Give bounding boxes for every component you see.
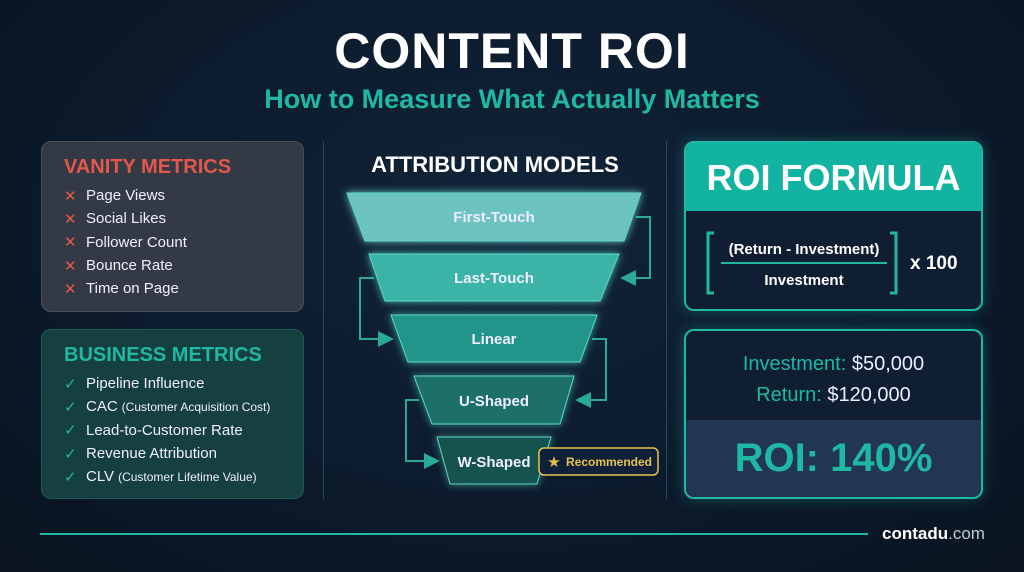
divider xyxy=(323,141,324,499)
x-icon: ✕ xyxy=(64,280,77,298)
funnel-stage-linear xyxy=(390,314,598,363)
x-icon: ✕ xyxy=(64,187,77,205)
divider xyxy=(666,141,667,499)
vanity-metrics-card: VANITY METRICS ✕ Page Views ✕ Social Likes… xyxy=(41,141,304,312)
multiplier: x 100 xyxy=(910,253,958,274)
attribution-title: ATTRIBUTION MODELS xyxy=(371,152,619,177)
list-item: ✕ Follower Count xyxy=(64,231,303,254)
item-note: (Customer Lifetime Value) xyxy=(118,469,257,484)
business-metrics-title: BUSINESS METRICS xyxy=(64,344,262,366)
funnel-stage-last-touch xyxy=(368,253,620,302)
funnel-stage-first-touch xyxy=(346,192,642,242)
connector-arrow xyxy=(620,216,651,286)
list-item: ✓ Pipeline Influence xyxy=(64,372,303,395)
x-icon: ✕ xyxy=(64,234,77,252)
x-icon: ✕ xyxy=(64,257,77,275)
roi-example-card: Investment: $50,000 Return: $120,000 ROI… xyxy=(684,329,983,499)
right-bracket xyxy=(890,231,898,295)
list-item: ✓ Lead-to-Customer Rate xyxy=(64,419,303,442)
item-note: (Customer Acquisition Cost) xyxy=(121,399,271,414)
badge-label: Recommended xyxy=(566,455,652,469)
item-label: Time on Page xyxy=(86,280,179,298)
list-item: ✓ CAC(Customer Acquisition Cost) xyxy=(64,395,303,418)
investment-line: Investment: $50,000 xyxy=(742,353,925,375)
list-item: ✕ Social Likes xyxy=(64,207,303,230)
funnel-stage-w-shaped xyxy=(436,436,552,485)
check-icon: ✓ xyxy=(64,398,77,416)
model-label: First-Touch xyxy=(453,209,534,226)
numerator: (Return - Investment) xyxy=(729,241,880,258)
connector-arrow xyxy=(575,338,607,408)
item-label: Follower Count xyxy=(86,233,187,251)
footer-divider xyxy=(40,533,868,535)
left-bracket xyxy=(706,231,714,295)
page-title: CONTENT ROI xyxy=(334,23,690,79)
item-label: Social Likes xyxy=(86,210,167,228)
item-label: Pipeline Influence xyxy=(86,375,205,393)
x-icon: ✕ xyxy=(64,210,77,228)
list-item: ✕ Bounce Rate xyxy=(64,254,303,277)
recommended-badge: ★ Recommended xyxy=(538,447,659,476)
item-label: Page Views xyxy=(86,187,165,205)
business-metrics-card: BUSINESS METRICS ✓ Pipeline Influence ✓ CA… xyxy=(41,329,304,499)
roi-result: ROI: 140% xyxy=(686,420,981,497)
model-label: Linear xyxy=(471,331,516,348)
list-item: ✕ Page Views xyxy=(64,184,303,207)
item-label: CAC xyxy=(86,398,118,416)
list-item: ✓ CLV(Customer Lifetime Value) xyxy=(64,465,303,488)
item-label: Lead-to-Customer Rate xyxy=(86,421,243,439)
item-label: Bounce Rate xyxy=(86,257,173,275)
model-label: U-Shaped xyxy=(459,393,529,410)
formula-expression: (Return - Investment) Investment x 100 xyxy=(706,231,958,295)
check-icon: ✓ xyxy=(64,468,77,486)
model-label: Last-Touch xyxy=(454,270,534,287)
connector-arrow xyxy=(405,399,440,469)
roi-formula-card: ROI FORMULA (Return - Investment) Invest… xyxy=(684,141,983,311)
check-icon: ✓ xyxy=(64,445,77,463)
star-icon: ★ xyxy=(547,454,560,471)
list-item: ✕ Time on Page xyxy=(64,277,303,300)
roi-formula-title: ROI FORMULA xyxy=(686,143,981,211)
list-item: ✓ Revenue Attribution xyxy=(64,442,303,465)
connector-arrow xyxy=(359,277,394,347)
vanity-metrics-title: VANITY METRICS xyxy=(64,156,232,178)
return-line: Return: $120,000 xyxy=(756,384,911,406)
item-label: Revenue Attribution xyxy=(86,445,217,463)
item-label: CLV xyxy=(86,468,115,486)
funnel-stage-u-shaped xyxy=(413,375,575,425)
model-label: W-Shaped xyxy=(457,454,530,471)
brand-logo: contadu.com xyxy=(882,524,985,543)
check-icon: ✓ xyxy=(64,422,77,440)
check-icon: ✓ xyxy=(64,375,77,393)
denominator: Investment xyxy=(764,272,843,289)
page-subtitle: How to Measure What Actually Matters xyxy=(264,84,760,114)
